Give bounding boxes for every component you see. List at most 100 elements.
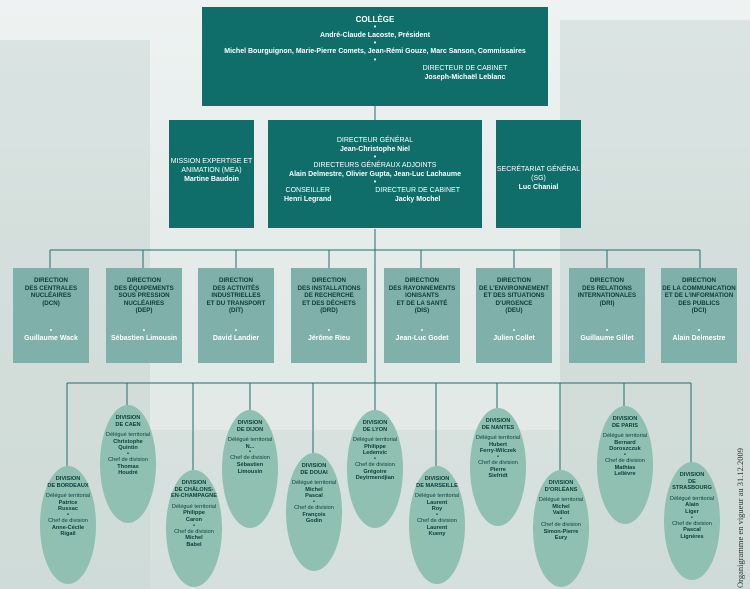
separator-dot: • [193,522,195,529]
division-title-line: DIVISION [55,476,81,482]
separator-dot: • [373,40,377,47]
chef-role-label: Chef de division [230,455,270,462]
chef-name: Kueny [428,531,446,538]
direction-title-line: DIRECTION [681,277,717,284]
direction-title-line: INTERNATIONALES [577,292,637,300]
delegue-name: Michel [305,486,323,493]
direction-title-line: (DEP) [135,307,153,315]
division-title-line: EN-CHAMPAGNE [171,493,217,500]
separator-dot: • [327,327,331,334]
direction-title-line: DIRECTION [496,277,532,284]
direction-head-name: Jean-Luc Godet [395,334,449,342]
sg-name: Luc Chanial [518,184,559,191]
direction-title-line: DES CENTRALES [24,284,78,292]
side-note: Organigramme en vigueur au 31.12.2009 [735,447,745,588]
delegue-name: Alain [685,502,699,509]
division-title-line: DE CHÂLONS- [174,486,214,493]
delegue-name: Hubert [488,441,508,448]
delegue-name: Ferry-Wilczek [479,448,517,455]
college-title: COLLÈGE [355,15,395,24]
separator-dot: • [373,57,377,64]
separator-dot: • [373,179,377,186]
division-title-line: DIVISION [237,420,263,426]
chef-name: Pierre [490,466,506,473]
delegue-role-label: Délégué territorial [45,493,91,500]
division-title-line: DE NANTES [481,424,515,431]
delegue-name: Caron [185,516,203,523]
chef-name: Grégoire [363,468,387,475]
separator-dot: • [249,449,251,456]
dg-cabinet-role: DIRECTEUR DE CABINET [375,187,460,194]
chef-name: Babel [186,541,202,548]
direction-title-line: DES PUBLICS [678,299,720,307]
delegue-role-label: Délégué territorial [414,493,460,500]
direction-title-line: NUCLÉAIRES [30,292,72,300]
chef-role-label: Chef de division [478,459,518,466]
separator-dot: • [49,327,53,334]
direction-head-name: Jérôme Rieu [307,334,351,342]
dg-adjoints-names: Alain Delmestre, Olivier Gupta, Jean-Luc… [289,171,461,178]
division-title-line: DIVISION [362,420,388,426]
chef-name: Thomas [117,463,139,470]
delegue-role-label: Délégué territorial [669,495,715,502]
separator-dot: • [605,327,609,334]
direction-title-line: DE RECHERCHE [304,292,354,300]
direction-title-line: ET DES DÉCHETS [302,299,356,307]
division-title-line: DE STRASBOURG [672,478,712,492]
delegue-name: Vaillot [552,510,570,517]
chef-name: Deyirmendjian [355,475,395,482]
chef-role-label: Chef de division [48,517,88,524]
direction-title-line: ET DE LA SANTÉ [396,299,448,307]
separator-dot: • [234,327,238,334]
chef-name: Michel [185,535,203,542]
college-commissioners: Michel Bourguignon, Marie-Pierre Comets,… [224,48,526,55]
chef-name: Rigail [60,531,76,538]
chef-name: Mathias [614,464,636,471]
chef-role-label: Chef de division [605,457,645,464]
direction-title-line: SOUS PRESSION [118,292,170,300]
direction-head-name: Sébastien Limousin [110,334,178,342]
chef-name: Siefridt [488,473,508,480]
direction-title-line: DIRECTION [218,277,254,284]
conseiller-name: Henri Legrand [284,196,332,203]
direction-title-line: (DCI) [691,307,707,315]
direction-title-line: DES INSTALLATIONS [297,284,361,292]
chef-name: Eury [554,535,568,542]
division-title-line: DE DIJON [236,426,264,433]
division-title-line: DIVISION [115,415,141,421]
delegue-role-label: Délégué territorial [105,432,151,439]
division-title-line: DIVISION [612,416,638,422]
direction-title-line: ET DU TRANSPORT [206,299,266,307]
division-title-line: DE CAEN [115,421,141,428]
chef-name: Limousin [237,468,263,475]
division-title-line: DE PARIS [611,422,638,429]
division-title-line: DIVISION [679,472,705,478]
delegue-role-label: Délégué territorial [171,503,217,510]
chef-name: Lignères [680,533,704,540]
direction-title-line: DE LA COMMUNICATION [662,284,736,292]
separator-dot: • [373,24,377,31]
mea-box: MISSION EXPERTISE ET ANIMATION (MEA) Mar… [169,120,254,228]
separator-dot: • [560,515,562,522]
separator-dot: • [142,327,146,334]
delegue-name: N... [245,443,255,450]
direction-title-line: DIRECTION [404,277,440,284]
separator-dot: • [512,327,516,334]
direction-title-line: (DIT) [228,307,244,315]
direction-title-line: DIRECTION [126,277,162,284]
division-title-line: DE DOUAI [300,469,328,476]
college-president: André-Claude Lacoste, Président [319,32,431,39]
sg-box: SECRÉTARIAT GÉNÉRAL (SG) Luc Chanial [496,120,581,228]
direction-title-line: (DEU) [505,307,523,315]
division-title-line: DE MARSEILLE [416,482,458,489]
